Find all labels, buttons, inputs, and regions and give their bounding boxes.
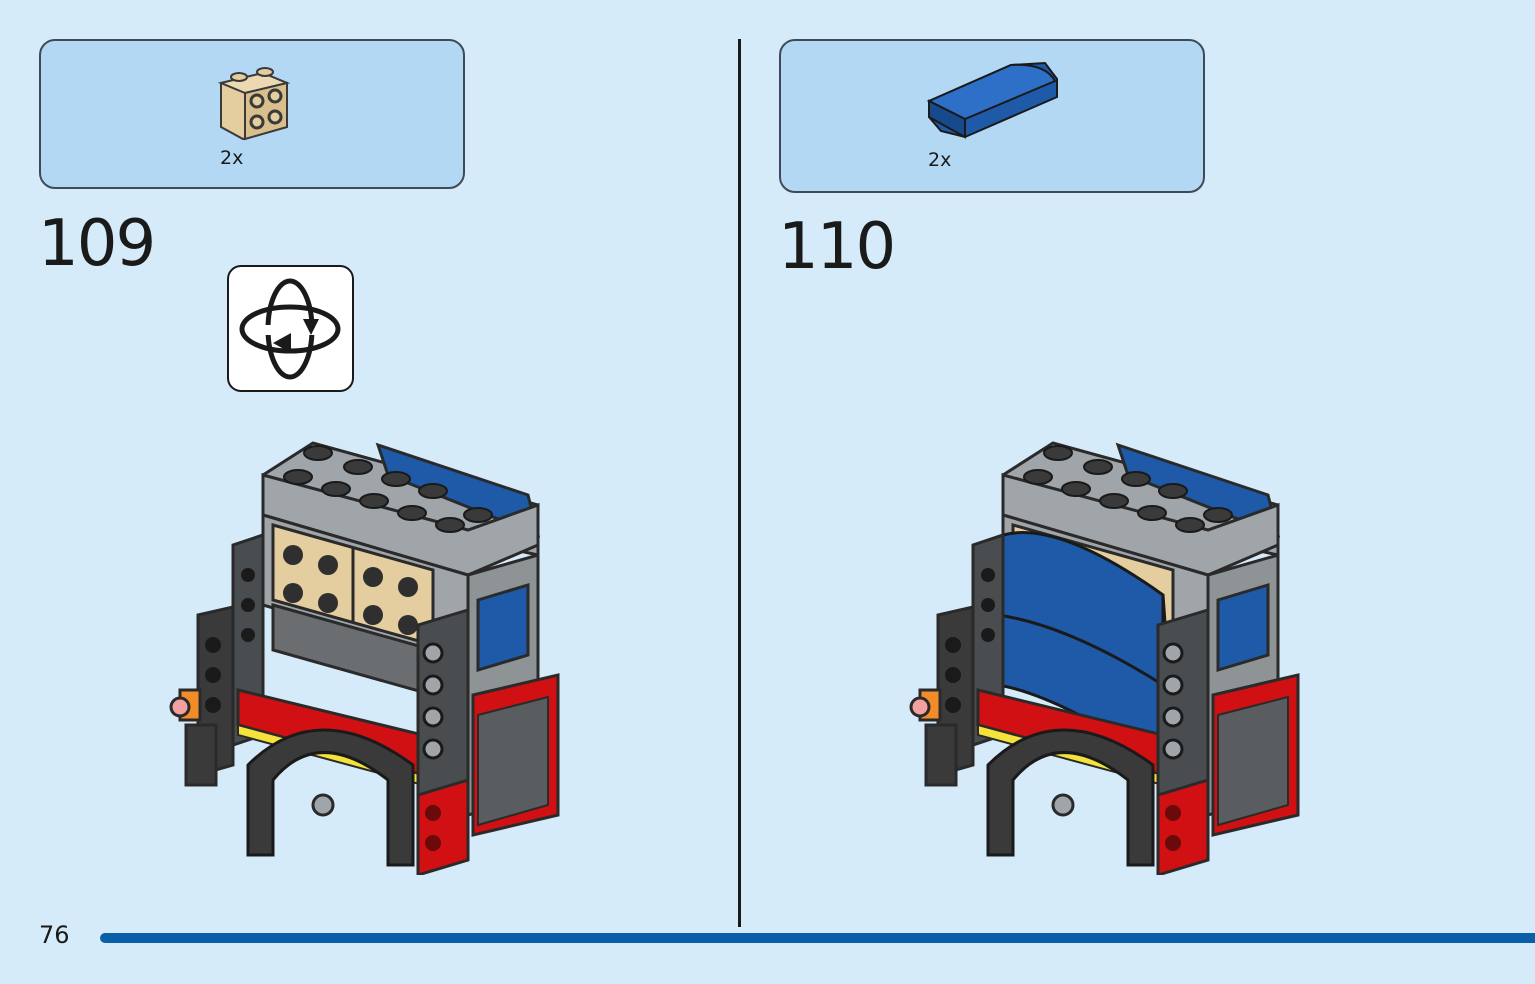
step-divider [738, 39, 741, 927]
step-number-110: 110 [778, 210, 896, 284]
step-110-parts-box: 2x [779, 39, 1205, 193]
step-number-109: 109 [38, 207, 156, 281]
rotate-model-callout [227, 265, 354, 392]
page-number: 76 [39, 921, 70, 949]
rotate-model-icon [239, 278, 341, 380]
tan-brick-side-studs-icon [217, 67, 291, 141]
step-110-quantity: 2x [928, 149, 952, 171]
step-109-parts-box: 2x [39, 39, 465, 189]
step-109-model-illustration [169, 441, 560, 875]
blue-curved-slope-icon [926, 61, 1058, 139]
page-progress-bar [100, 933, 1535, 943]
step-110-model-illustration [909, 441, 1300, 875]
step-109-quantity: 2x [220, 147, 244, 169]
